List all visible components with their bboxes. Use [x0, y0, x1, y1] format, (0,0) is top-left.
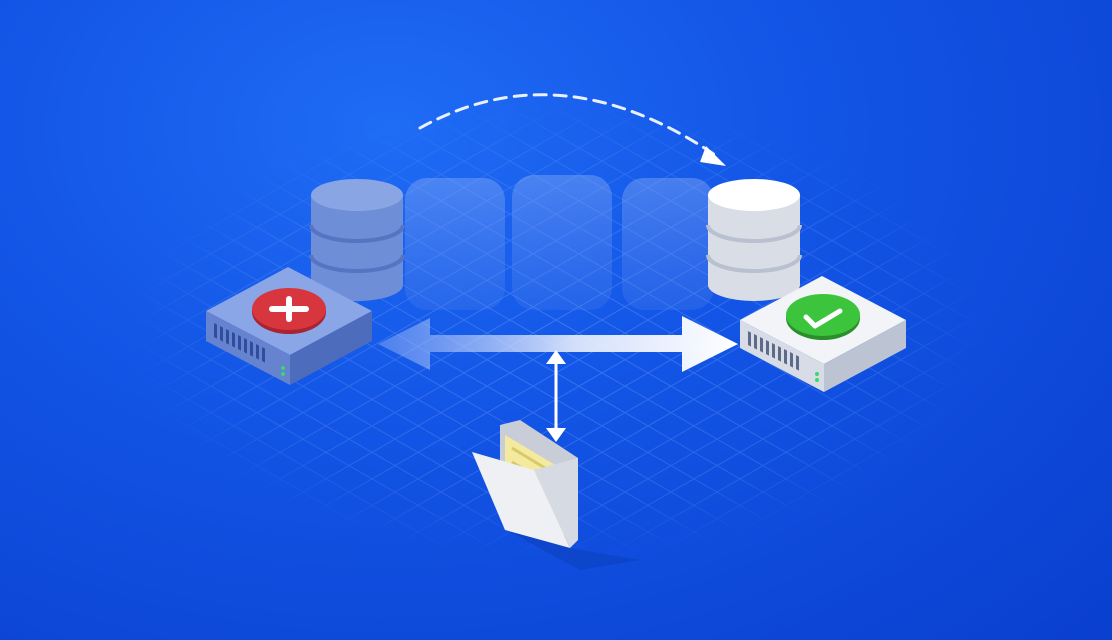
grid-line	[45, 25, 1112, 640]
grid-line	[0, 0, 1067, 615]
database-icon	[706, 179, 802, 301]
grid-line	[873, 502, 1112, 640]
grid-line	[0, 0, 791, 456]
grid-line	[413, 237, 1112, 640]
grid-line	[0, 449, 331, 640]
grid-line	[597, 0, 1112, 297]
grid-line	[0, 0, 1021, 588]
grid-line	[735, 0, 1112, 217]
grid-line	[873, 0, 1112, 138]
dashed-arrow-icon	[418, 93, 726, 166]
grid-line	[0, 0, 515, 297]
grid-line	[0, 608, 55, 640]
grid-line	[781, 449, 1112, 640]
grid-line	[0, 0, 607, 350]
grid-line	[0, 0, 193, 112]
grid-line	[321, 0, 1112, 456]
grid-line	[551, 317, 1112, 640]
grid-line	[0, 0, 561, 323]
grid-line	[0, 0, 975, 562]
grid-line	[643, 370, 1112, 640]
folder-icon	[472, 420, 640, 570]
grid-line	[0, 0, 469, 270]
grid-line	[781, 0, 1112, 191]
grid-line	[91, 52, 1112, 640]
plus-cross-icon	[269, 296, 309, 322]
grid-line	[0, 0, 147, 85]
grid-line	[965, 555, 1112, 640]
grid-line	[0, 184, 791, 640]
grid-line	[0, 0, 699, 403]
grid-line	[459, 264, 1112, 640]
grid-line	[919, 528, 1112, 640]
grid-line	[0, 0, 423, 244]
grid-line	[597, 343, 1112, 640]
success-badge	[786, 294, 860, 340]
grid-line	[45, 0, 1112, 615]
grid-line	[643, 0, 1112, 270]
grid-line	[0, 0, 377, 217]
double-arrow-icon	[378, 316, 738, 372]
grid-line	[0, 0, 331, 191]
grid-line	[919, 0, 1112, 112]
grid-line	[689, 396, 1112, 640]
grid-line	[0, 0, 285, 165]
grid-line	[0, 528, 193, 640]
grid-line	[0, 502, 239, 640]
grid-line	[0, 0, 55, 32]
grid-line	[0, 0, 239, 138]
vertical-arrow-icon	[546, 350, 566, 442]
grid-line	[0, 396, 423, 640]
grid-line	[965, 0, 1112, 85]
migration-trail	[405, 175, 714, 310]
grid-line	[689, 0, 1112, 244]
database-icon	[309, 179, 405, 301]
grid-line	[0, 475, 285, 640]
error-badge	[252, 288, 326, 334]
grid-line	[0, 423, 377, 640]
grid-line	[0, 555, 147, 640]
grid-line	[0, 343, 515, 640]
grid-line	[827, 0, 1112, 165]
grid-line	[137, 78, 1112, 640]
grid-line	[0, 370, 469, 640]
grid-line	[1057, 0, 1112, 32]
check-icon	[803, 308, 843, 329]
grid-line	[321, 184, 1112, 640]
grid-line	[735, 423, 1112, 640]
grid-line	[505, 290, 1112, 640]
grid-line	[1057, 608, 1112, 640]
grid-line	[0, 0, 745, 429]
grid-line	[827, 475, 1112, 640]
